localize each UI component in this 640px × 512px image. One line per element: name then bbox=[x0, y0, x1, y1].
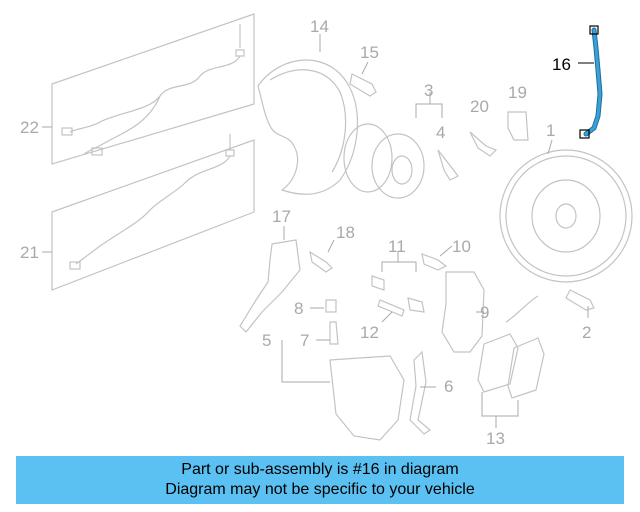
parts-diagram: 1 2 3 4 5 6 7 8 9 10 11 12 13 14 15 16 1… bbox=[20, 13, 633, 448]
part-4-bolt bbox=[437, 149, 459, 181]
callout-10: 10 bbox=[452, 237, 471, 256]
part-15-bolt bbox=[349, 73, 377, 97]
callout-2: 2 bbox=[582, 323, 591, 342]
part-14-splash-shield bbox=[257, 59, 358, 195]
callout-3: 3 bbox=[424, 81, 433, 100]
callout-14: 14 bbox=[310, 17, 329, 36]
callout-5: 5 bbox=[262, 331, 271, 350]
banner-line-disclaimer: Diagram may not be specific to your vehi… bbox=[165, 481, 475, 498]
callout-12: 12 bbox=[360, 323, 379, 342]
part-2-bolt bbox=[565, 289, 595, 311]
part-9-caliper-carrier bbox=[441, 271, 485, 353]
part-1-brake-disc bbox=[499, 149, 633, 283]
part-11-guide-pins bbox=[371, 275, 425, 313]
part-22-sensor-cable bbox=[51, 13, 255, 165]
callout-17: 17 bbox=[272, 207, 291, 226]
callout-1: 1 bbox=[546, 121, 555, 140]
part-10-bolt bbox=[421, 253, 448, 271]
callout-15: 15 bbox=[360, 43, 379, 62]
part-17-bracket bbox=[239, 239, 301, 333]
part-3-hub-bearing bbox=[343, 123, 425, 199]
part-19-speed-sensor bbox=[507, 111, 529, 141]
callout-13: 13 bbox=[486, 429, 505, 448]
callout-22: 22 bbox=[20, 118, 39, 137]
part-20-bolt bbox=[469, 131, 498, 157]
part-8-cap bbox=[325, 299, 337, 313]
callout-16: 16 bbox=[552, 55, 571, 74]
part-18-bolt bbox=[309, 250, 333, 273]
callout-7: 7 bbox=[300, 331, 309, 350]
callout-20: 20 bbox=[470, 97, 489, 116]
part-7-bleeder bbox=[329, 321, 339, 345]
part-13-brake-pads bbox=[477, 295, 545, 399]
callout-4: 4 bbox=[436, 123, 445, 142]
callout-9: 9 bbox=[480, 303, 489, 322]
callout-18: 18 bbox=[336, 223, 355, 242]
part-5-caliper bbox=[329, 355, 405, 441]
part-12-pin bbox=[377, 299, 405, 317]
info-banner: Part or sub-assembly is #16 in diagram D… bbox=[16, 456, 624, 504]
callout-11: 11 bbox=[388, 237, 406, 256]
callout-6: 6 bbox=[444, 377, 453, 396]
part-6-spring-clip bbox=[409, 350, 432, 435]
banner-line-part: Part or sub-assembly is #16 in diagram bbox=[181, 461, 459, 478]
callout-19: 19 bbox=[508, 83, 527, 102]
callout-21: 21 bbox=[20, 243, 39, 262]
part-16-brake-hose bbox=[579, 25, 603, 139]
callout-8: 8 bbox=[294, 299, 303, 318]
part-21-sensor-cable bbox=[51, 134, 255, 291]
